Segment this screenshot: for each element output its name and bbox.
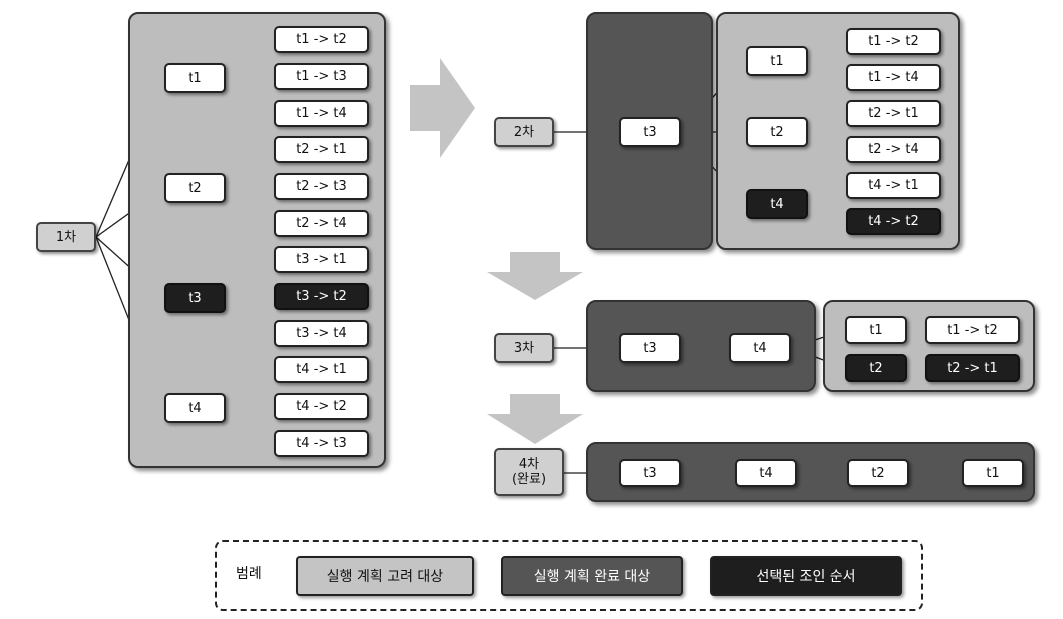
legend-frame — [215, 540, 923, 611]
stage1-pair-t3-t2: t3 -> t2 — [274, 283, 369, 310]
stage2-node-t2: t2 — [746, 117, 808, 147]
stage1-pair-t2-t3: t2 -> t3 — [274, 173, 369, 200]
stage1-pair-t2-t1: t2 -> t1 — [274, 136, 369, 163]
legend-complete: 실행 계획 완료 대상 — [501, 556, 683, 596]
stage3-node-t2: t2 — [845, 354, 907, 382]
stage2-pair-t2-t4: t2 -> t4 — [846, 136, 941, 163]
stage1-pair-t2-t4: t2 -> t4 — [274, 210, 369, 237]
stage1-pair-t4-t1: t4 -> t1 — [274, 356, 369, 383]
stage1-node-t3: t3 — [164, 283, 226, 313]
stage1-pair-t1-t4: t1 -> t4 — [274, 100, 369, 127]
stage2-pair-t2-t1: t2 -> t1 — [846, 100, 941, 127]
stage2-pair-t4-t1: t4 -> t1 — [846, 172, 941, 199]
stage1-node-t1: t1 — [164, 63, 226, 93]
stage3-node-t3: t3 — [619, 333, 681, 363]
stage1-pair-t1-t3: t1 -> t3 — [274, 63, 369, 90]
stage1-pair-t1-t2: t1 -> t2 — [274, 26, 369, 53]
stage2-node-t1: t1 — [746, 46, 808, 76]
stage4-node-t2: t2 — [847, 459, 909, 487]
legend-title: 범례 — [236, 566, 262, 582]
stage1-pair-t4-t3: t4 -> t3 — [274, 430, 369, 457]
stage1-label: 1차 — [36, 222, 96, 252]
stage2-label: 2차 — [494, 117, 554, 147]
transition-arrow-right — [410, 58, 475, 158]
stage1-pair-t3-t4: t3 -> t4 — [274, 320, 369, 347]
stage1-pair-t3-t1: t3 -> t1 — [274, 246, 369, 273]
stage4-node-t3: t3 — [619, 459, 681, 487]
stage1-node-t4: t4 — [164, 393, 226, 423]
stage2-pair-t1-t2: t1 -> t2 — [846, 28, 941, 55]
stage3-label: 3차 — [494, 333, 554, 363]
stage2-complete-panel — [586, 12, 713, 250]
stage2-pair-t4-t2: t4 -> t2 — [846, 208, 941, 235]
stage3-node-t1: t1 — [845, 316, 907, 344]
transition-arrow-down-4 — [487, 394, 583, 444]
stage2-node-t4: t4 — [746, 189, 808, 219]
stage4-label: 4차 (완료) — [494, 448, 564, 496]
stage2-node-t3: t3 — [619, 117, 681, 147]
stage1-node-t2: t2 — [164, 173, 226, 203]
legend-selected: 선택된 조인 순서 — [710, 556, 902, 596]
transition-arrow-down-3 — [487, 252, 583, 300]
legend-consider: 실행 계획 고려 대상 — [296, 556, 474, 596]
stage3-node-t4: t4 — [729, 333, 791, 363]
stage1-pair-t4-t2: t4 -> t2 — [274, 393, 369, 420]
stage3-pair-t2-t1: t2 -> t1 — [925, 354, 1020, 382]
stage3-pair-t1-t2: t1 -> t2 — [925, 316, 1020, 344]
stage4-node-t4: t4 — [735, 459, 797, 487]
stage2-pair-t1-t4: t1 -> t4 — [846, 64, 941, 91]
stage4-node-t1: t1 — [962, 459, 1024, 487]
